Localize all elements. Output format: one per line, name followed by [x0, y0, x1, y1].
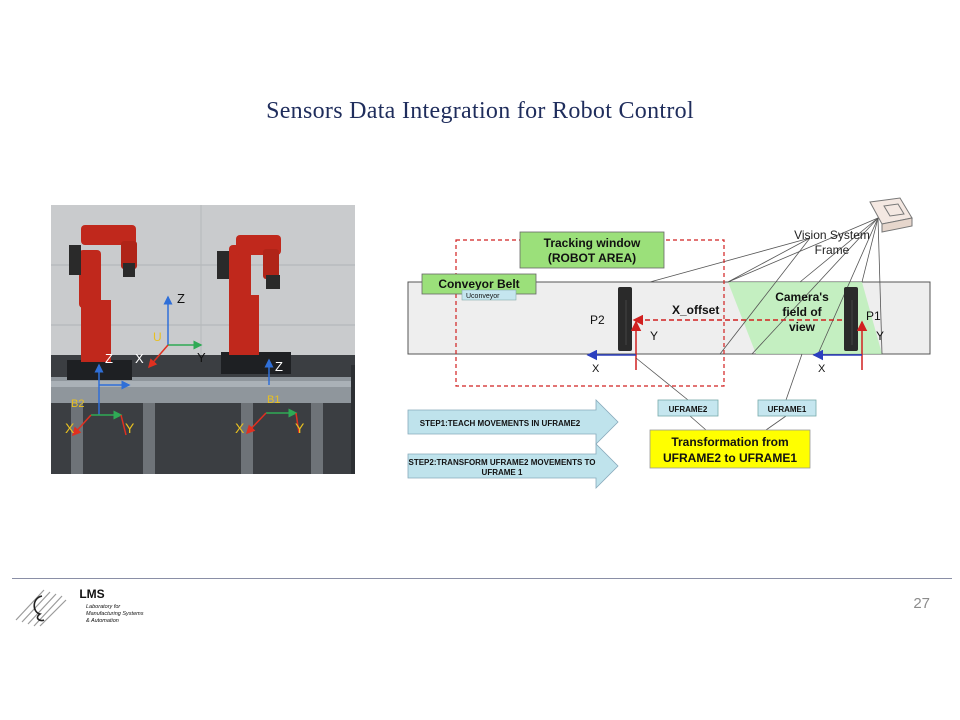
left-tool-frame: Z X — [94, 351, 144, 415]
page-number: 27 — [913, 595, 930, 612]
p1-y-label: Y — [876, 329, 884, 343]
svg-text:Z: Z — [275, 359, 283, 374]
lms-logo: LMS Laboratory for Manufacturing Systems… — [15, 587, 144, 627]
svg-text:Y: Y — [295, 420, 305, 436]
camera-label-1: Camera's — [775, 290, 829, 304]
left-robot — [67, 225, 137, 380]
footer-divider — [12, 578, 952, 579]
camera-icon — [869, 197, 913, 233]
step2-arrow — [407, 443, 619, 489]
svg-text:Z: Z — [177, 291, 185, 306]
logo-line-3: & Automation — [86, 618, 119, 624]
svg-text:X: X — [235, 420, 245, 436]
world-frame: Z Y U — [148, 291, 206, 369]
svg-text:B2: B2 — [71, 398, 84, 410]
tracking-window-label-box — [519, 231, 665, 269]
transformation-label-1: Transformation from — [671, 435, 788, 449]
uframe1-box — [757, 399, 817, 417]
svg-text:Y: Y — [197, 350, 206, 365]
svg-text:X: X — [65, 420, 75, 436]
right-robot — [217, 235, 291, 374]
logo-profile — [33, 595, 45, 622]
uframe2-label: UFRAME2 — [669, 405, 708, 414]
tracking-window-label-2: (ROBOT AREA) — [548, 251, 636, 265]
logo-line-1: Laboratory for — [86, 604, 121, 610]
conveyor-rail — [51, 377, 355, 403]
svg-text:Z: Z — [105, 351, 113, 366]
base-b1: Z B1 X Y — [235, 358, 305, 436]
transformation-box — [649, 429, 811, 469]
uframe1-label: UFRAME1 — [768, 405, 807, 414]
camera-label-2: field of — [782, 305, 822, 319]
vision-label-1: Vision System — [794, 228, 870, 242]
vision-rays — [649, 217, 883, 355]
svg-text:Y: Y — [125, 420, 135, 436]
conveyor-label: Conveyor Belt — [438, 277, 519, 291]
logo-line-2: Manufacturing Systems — [86, 611, 144, 617]
svg-text:B1: B1 — [267, 394, 280, 406]
robots-photo: Z Y U Z X B2 X Y Z B1 X Y — [51, 205, 355, 474]
camera-label-3: view — [789, 320, 816, 334]
p2-label: P2 — [590, 313, 605, 327]
base-b2: B2 X Y — [65, 398, 135, 437]
tracking-diagram: Vision System Frame Tracking window (ROB… — [407, 197, 931, 489]
part-p1 — [844, 287, 858, 351]
slide-title: Sensors Data Integration for Robot Contr… — [266, 98, 694, 124]
tracking-window-label-1: Tracking window — [544, 236, 641, 250]
step2-label-2: UFRAME 1 — [482, 468, 523, 477]
logo-stripes — [15, 589, 67, 627]
logo-name: LMS — [79, 587, 104, 601]
step1-label: STEP1:TEACH MOVEMENTS IN UFRAME2 — [420, 419, 581, 428]
svg-text:X: X — [135, 351, 144, 366]
p1-label: P1 — [866, 309, 881, 323]
part-p2 — [618, 287, 632, 351]
p1-x-label: X — [818, 363, 826, 375]
conveyor-sublabel: Uconveyor — [466, 293, 500, 300]
transformation-label-2: UFRAME2 to UFRAME1 — [663, 451, 797, 465]
vision-label-2: Frame — [815, 243, 850, 257]
p2-x-label: X — [592, 363, 600, 375]
svg-text:U: U — [153, 330, 162, 344]
step1-arrow — [407, 399, 619, 445]
step2-label-1: STEP2:TRANSFORM UFRAME2 MOVEMENTS TO — [409, 458, 596, 467]
p2-y-label: Y — [650, 329, 658, 343]
camera-fov — [728, 282, 882, 354]
x-offset-label: X_offset — [672, 303, 719, 317]
uframe2-box — [657, 399, 719, 417]
